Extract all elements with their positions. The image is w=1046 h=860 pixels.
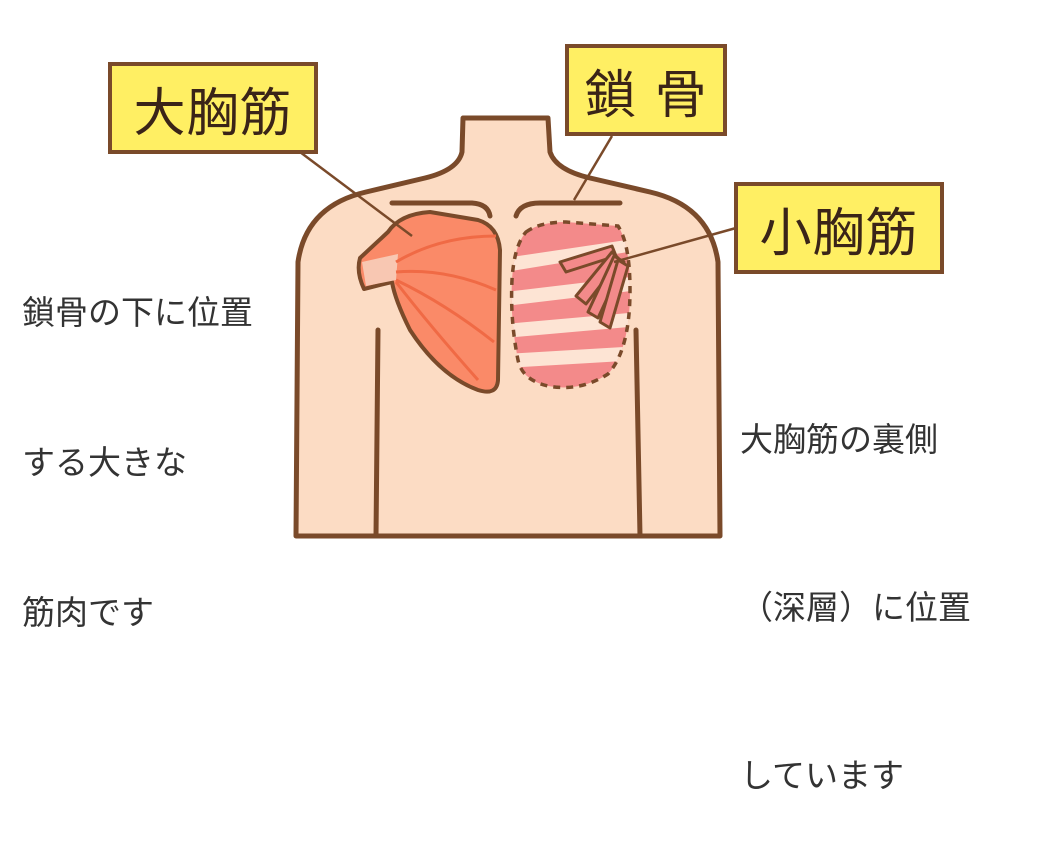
left-arm-line: [373, 327, 381, 539]
major-fiber-4: [394, 281, 480, 381]
label-pectoralis-minor: 小胸筋: [734, 182, 944, 274]
left-clavicle: [389, 200, 493, 219]
label-pectoralis-major: 大胸筋: [108, 62, 318, 154]
description-major-line: 筋肉です: [22, 593, 154, 632]
pectoralis-major-tendon: [362, 254, 398, 286]
description-minor-line: 大胸筋の裏側: [740, 420, 938, 459]
description-pectoralis-major: 鎖骨の下に位置 する大きな 筋肉です: [22, 188, 253, 688]
description-major-line: する大きな: [22, 443, 187, 482]
description-minor-line: （深層）に位置: [740, 588, 971, 627]
leader-line-minor: [613, 226, 737, 264]
leader-line-major: [299, 151, 413, 237]
major-fiber-2: [395, 269, 497, 292]
right-clavicle: [513, 200, 623, 219]
major-fiber-3: [395, 278, 495, 344]
pectoralis-minor-muscle: [558, 244, 630, 330]
description-minor-line: しています: [740, 756, 905, 795]
torso-silhouette: [293, 115, 723, 539]
label-clavicle-text: 鎖 骨: [584, 65, 708, 126]
description-major-line: 鎖骨の下に位置: [22, 293, 253, 332]
label-clavicle: 鎖 骨: [565, 44, 727, 136]
chest-anatomy-figure: [293, 115, 737, 539]
leader-line-clavicle: [572, 135, 614, 201]
right-arm-line: [633, 327, 643, 539]
pectoralis-minor-outline: [509, 220, 632, 390]
major-fiber-1: [395, 234, 497, 264]
label-pectoralis-major-text: 大胸筋: [133, 83, 293, 144]
description-pectoralis-minor: 大胸筋の裏側 （深層）に位置 しています: [740, 300, 971, 860]
label-pectoralis-minor-text: 小胸筋: [759, 203, 919, 264]
